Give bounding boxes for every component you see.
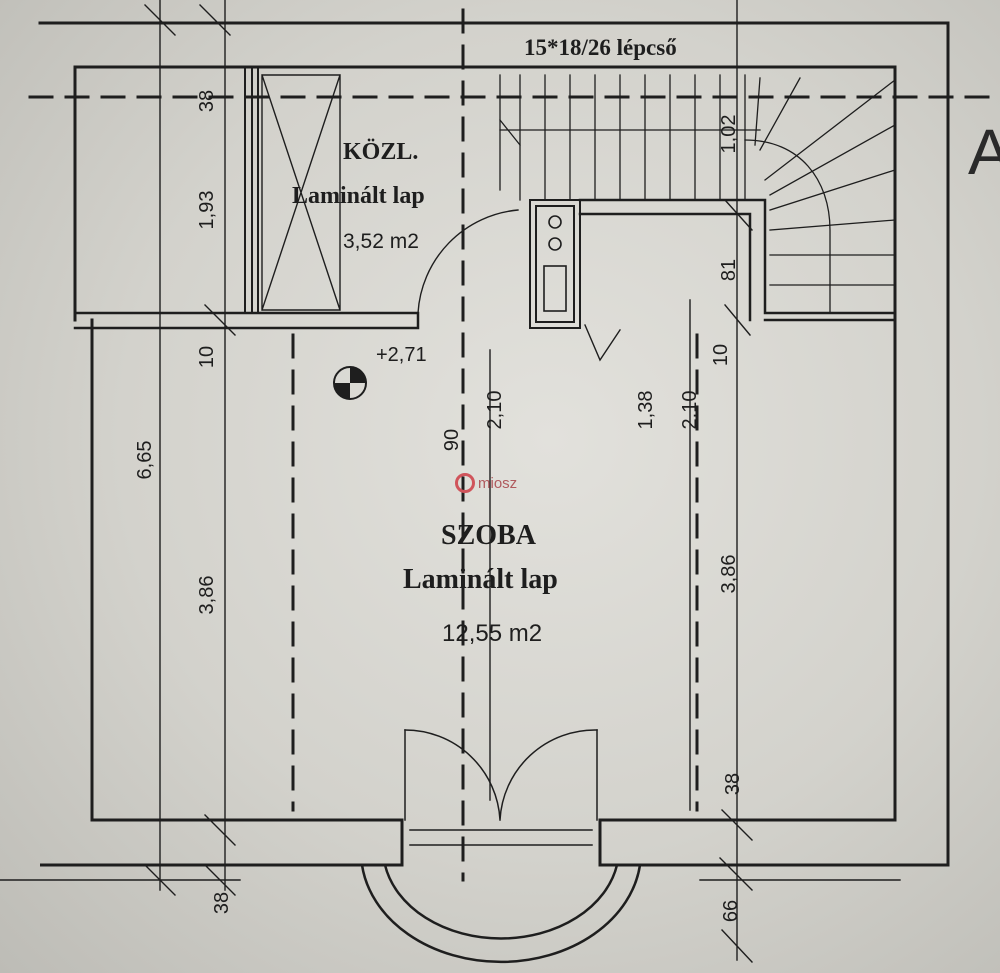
dim-66: 66 xyxy=(720,899,742,923)
dim-386-right: 3,86 xyxy=(718,554,740,594)
dim-81: 81 xyxy=(718,258,740,282)
kitchen-block xyxy=(529,199,581,329)
watermark: miosz xyxy=(455,473,517,493)
watermark-logo-icon xyxy=(455,473,475,493)
dimension-lines xyxy=(0,0,901,963)
edge-letter: A xyxy=(968,116,1000,188)
kozl-door-swing xyxy=(417,209,519,314)
kozl-cabinet xyxy=(261,74,341,311)
dim-102: 1,02 xyxy=(718,114,740,154)
outer-wall-outer-line xyxy=(38,21,950,867)
level-symbol-icon xyxy=(333,366,367,400)
dim-210-a: 2,10 xyxy=(484,390,506,430)
bay-window xyxy=(360,863,642,964)
dim-10-left: 10 xyxy=(196,345,218,369)
kozl-area: 3,52 m2 xyxy=(343,230,419,253)
stair xyxy=(499,74,896,314)
door-opening-jambs xyxy=(400,818,602,867)
axis-lines xyxy=(28,8,992,882)
szoba-room-name: SZOBA xyxy=(441,520,536,551)
kozl-floor-type: Laminált lap xyxy=(292,183,425,209)
dim-193: 1,93 xyxy=(196,190,218,230)
outer-wall-inner-line xyxy=(73,65,897,822)
dim-38-right: 38 xyxy=(722,772,744,796)
stair-caption: 15*18/26 lépcső xyxy=(524,35,677,60)
dim-38-top: 38 xyxy=(196,89,218,113)
watermark-text: miosz xyxy=(478,474,518,492)
szoba-area: 12,55 m2 xyxy=(442,620,543,647)
dim-38-bottom-left: 38 xyxy=(211,891,233,915)
dim-386-left: 3,86 xyxy=(196,575,218,615)
upper-wall-right xyxy=(578,198,897,322)
szoba-floor-type: Laminált lap xyxy=(403,564,558,595)
internal-wall xyxy=(73,311,420,330)
dim-90: 90 xyxy=(441,428,463,452)
kozl-room-name: KÖZL. xyxy=(343,139,419,165)
level-mark: +2,71 xyxy=(376,344,427,366)
dim-665: 6,65 xyxy=(134,440,156,480)
french-door xyxy=(404,729,598,846)
dim-138: 1,38 xyxy=(635,390,657,430)
dim-210-b: 2,10 xyxy=(679,390,701,430)
partition-left xyxy=(244,66,259,314)
dim-10-right: 10 xyxy=(710,343,732,367)
